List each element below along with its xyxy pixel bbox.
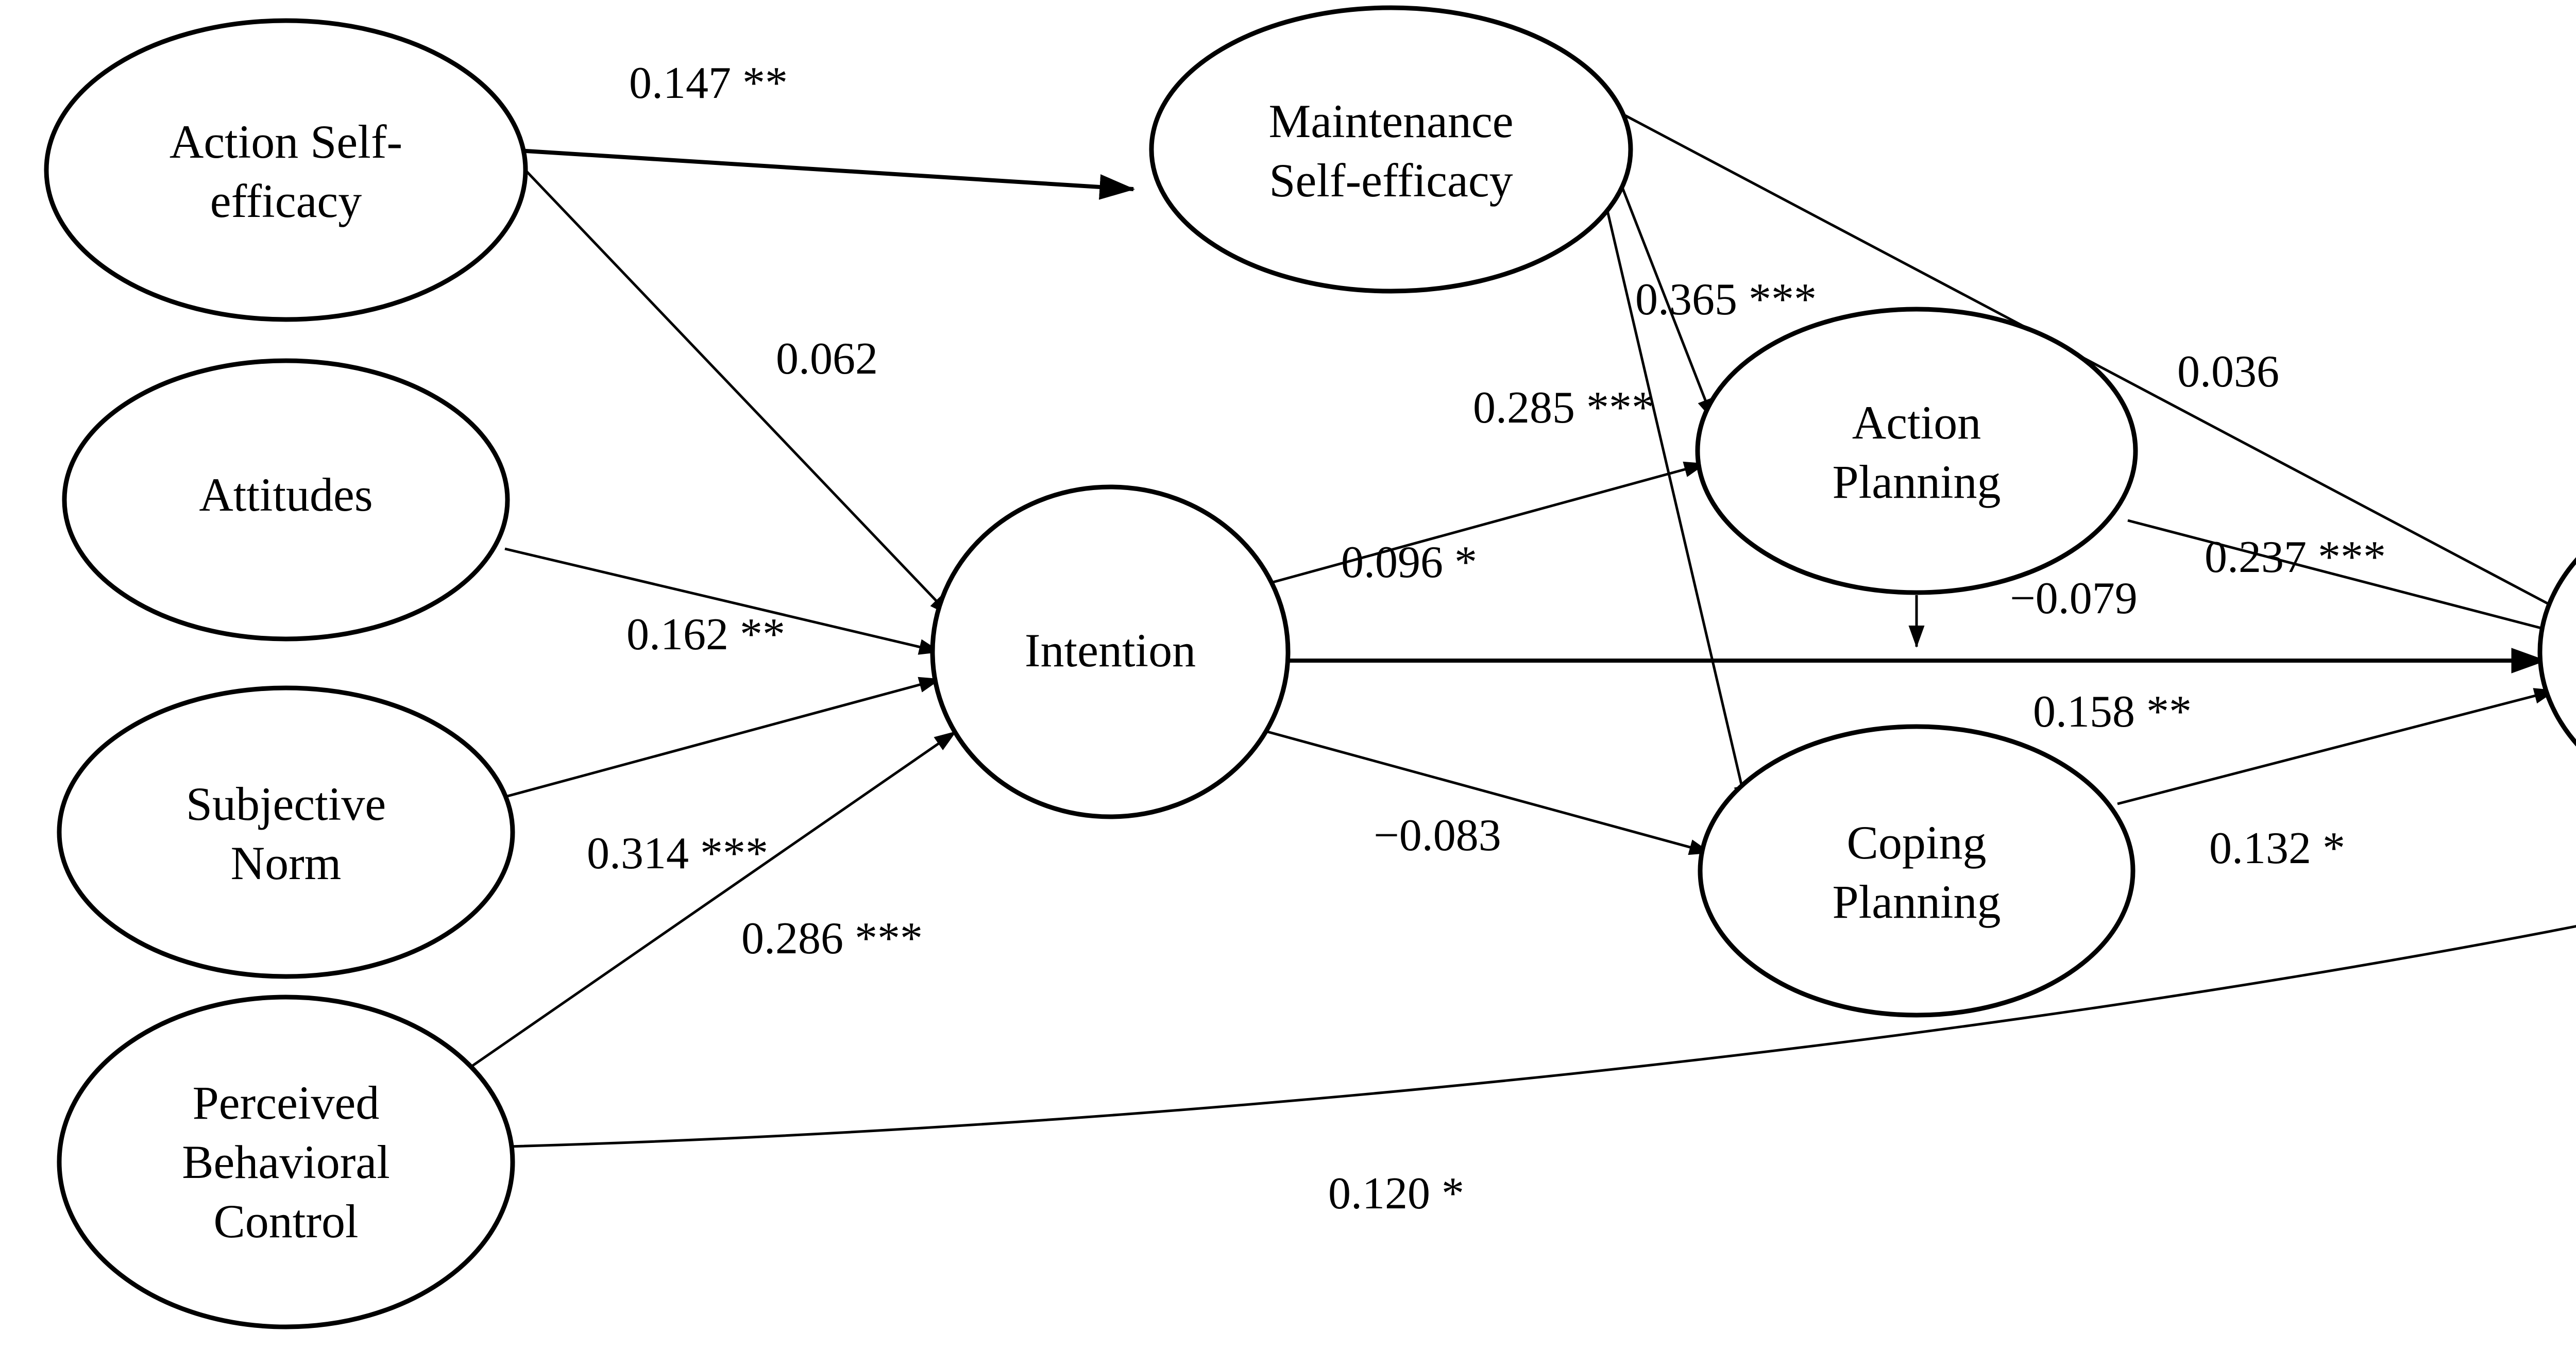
edge-intention-to-coping-planning [1267, 730, 1711, 855]
coef-label-attitudes-to-intention: 0.162 ** [626, 610, 785, 660]
node-intention[interactable]: Intention [930, 484, 1291, 819]
edge-intention-to-action-planning [1272, 461, 1706, 584]
node-coping-planning-label-line1: Coping [1847, 816, 1987, 869]
coef-label-maintenance-self-efficacy-to-action-planning: 0.365 *** [1635, 275, 1817, 325]
node-action-self-efficacy-ellipse[interactable] [44, 18, 528, 322]
node-layer: Action Self- efficacy Maintenance Self-e… [44, 5, 2576, 1329]
coef-label-maintenance-self-efficacy-to-sleep-hygiene: 0.036 [2177, 347, 2279, 397]
edge-layer [463, 96, 2576, 1148]
node-action-planning-label-line2: Planning [1832, 456, 2001, 508]
coefficient-label-layer: 0.147 ** 0.062 0.162 ** 0.314 *** 0.286 … [587, 58, 2386, 1219]
node-subjective-norm-label-line2: Norm [231, 837, 342, 889]
node-perceived-behavioral-control-ellipse[interactable] [57, 995, 515, 1329]
node-subjective-norm-label-line1: Subjective [186, 778, 386, 830]
edge-action-self-efficacy-to-intention [519, 164, 952, 617]
node-maintenance-self-efficacy-label-line1: Maintenance [1268, 95, 1513, 147]
node-subjective-norm-ellipse[interactable] [57, 685, 515, 979]
node-action-planning-label-line1: Action [1852, 396, 1981, 449]
coef-label-perceived-behavioral-control-to-intention: 0.286 *** [741, 914, 923, 964]
node-perceived-behavioral-control-label-line3: Control [213, 1195, 358, 1248]
edge-action-self-efficacy-to-maintenance-self-efficacy [517, 148, 1136, 200]
coef-label-intention-to-coping-planning: −0.083 [1374, 811, 1501, 861]
node-intention-ellipse[interactable] [930, 484, 1291, 819]
coef-label-intention-to-action-planning: 0.096 * [1341, 537, 1477, 587]
edge-subjective-norm-to-intention [507, 677, 941, 798]
node-action-self-efficacy[interactable]: Action Self- efficacy [44, 18, 528, 322]
edge-perceived-behavioral-control-to-intention [463, 730, 957, 1073]
coef-label-subjective-norm-to-intention: 0.314 *** [587, 829, 768, 879]
node-perceived-behavioral-control[interactable]: Perceived Behavioral Control [57, 995, 515, 1329]
edge-coping-planning-to-sleep-hygiene [2117, 688, 2556, 805]
coef-label-perceived-behavioral-control-to-sleep-hygiene: 0.120 * [1328, 1169, 1464, 1219]
coef-label-action-planning-to-coping-path: −0.079 [2010, 574, 2138, 624]
edge-attitudes-to-intention [504, 547, 941, 655]
node-perceived-behavioral-control-label-line1: Perceived [193, 1076, 380, 1129]
node-maintenance-self-efficacy[interactable]: Maintenance Self-efficacy [1149, 5, 1633, 294]
coef-label-action-self-efficacy-to-intention: 0.062 [776, 334, 878, 384]
node-attitudes[interactable]: Attitudes [62, 358, 510, 642]
node-attitudes-label-line1: Attitudes [199, 468, 372, 521]
node-intention-label-line1: Intention [1025, 624, 1196, 677]
node-maintenance-self-efficacy-ellipse[interactable] [1149, 5, 1633, 294]
edge-maintenance-self-efficacy-to-coping-planning [1580, 100, 1750, 807]
coef-label-maintenance-self-efficacy-to-coping-planning: 0.285 *** [1473, 383, 1654, 433]
node-action-self-efficacy-label-line2: efficacy [210, 175, 362, 227]
node-sleep-hygiene[interactable]: Sleep Hygiene [2537, 482, 2576, 822]
node-action-self-efficacy-label-line1: Action Self- [170, 115, 402, 168]
node-action-planning[interactable]: Action Planning [1695, 307, 2138, 595]
edge-action-planning-to-sleep-hygiene [2127, 519, 2564, 636]
node-coping-planning-ellipse[interactable] [1698, 724, 2136, 1018]
node-action-planning-ellipse[interactable] [1695, 307, 2138, 595]
node-subjective-norm[interactable]: Subjective Norm [57, 685, 515, 979]
coef-label-action-planning-to-sleep-hygiene: 0.237 *** [2205, 532, 2386, 582]
node-coping-planning[interactable]: Coping Planning [1698, 724, 2136, 1018]
node-sleep-hygiene-ellipse[interactable] [2537, 482, 2576, 822]
node-attitudes-ellipse[interactable] [62, 358, 510, 642]
coef-label-upper-sleep-hygiene: 0.158 ** [2033, 687, 2192, 737]
coef-label-coping-planning-to-sleep-hygiene: 0.132 * [2209, 823, 2345, 873]
node-coping-planning-label-line2: Planning [1832, 875, 2001, 928]
node-maintenance-self-efficacy-label-line2: Self-efficacy [1269, 154, 1513, 207]
coef-label-action-self-efficacy-to-maintenance-self-efficacy: 0.147 ** [629, 58, 788, 108]
edge-perceived-behavioral-control-to-sleep-hygiene [507, 925, 2576, 1148]
node-perceived-behavioral-control-label-line2: Behavioral [182, 1136, 390, 1188]
